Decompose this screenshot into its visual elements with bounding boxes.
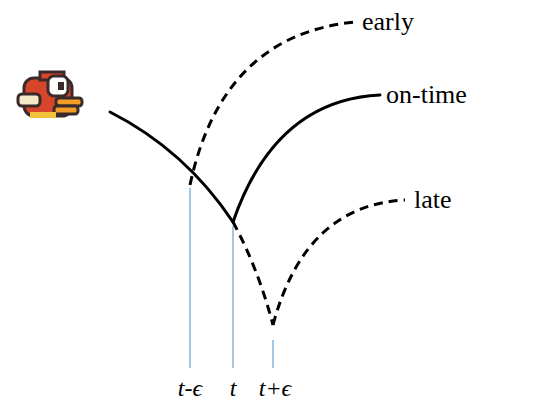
fall-curve	[110, 112, 233, 222]
early-curve	[190, 22, 355, 185]
late-curve	[273, 200, 405, 325]
time-marker	[232, 226, 234, 368]
time-label: t	[230, 376, 237, 400]
on-time-curve	[233, 95, 380, 222]
time-label: t-ϵ	[178, 376, 202, 400]
time-marker	[272, 340, 274, 368]
curve-label: early	[362, 9, 414, 35]
time-marker	[189, 188, 191, 368]
bird-sprite	[18, 72, 82, 118]
late-fall-curve	[233, 222, 273, 325]
time-label: t+ϵ	[259, 376, 292, 400]
curve-label: on-time	[386, 82, 467, 108]
curve-label: late	[414, 187, 452, 213]
